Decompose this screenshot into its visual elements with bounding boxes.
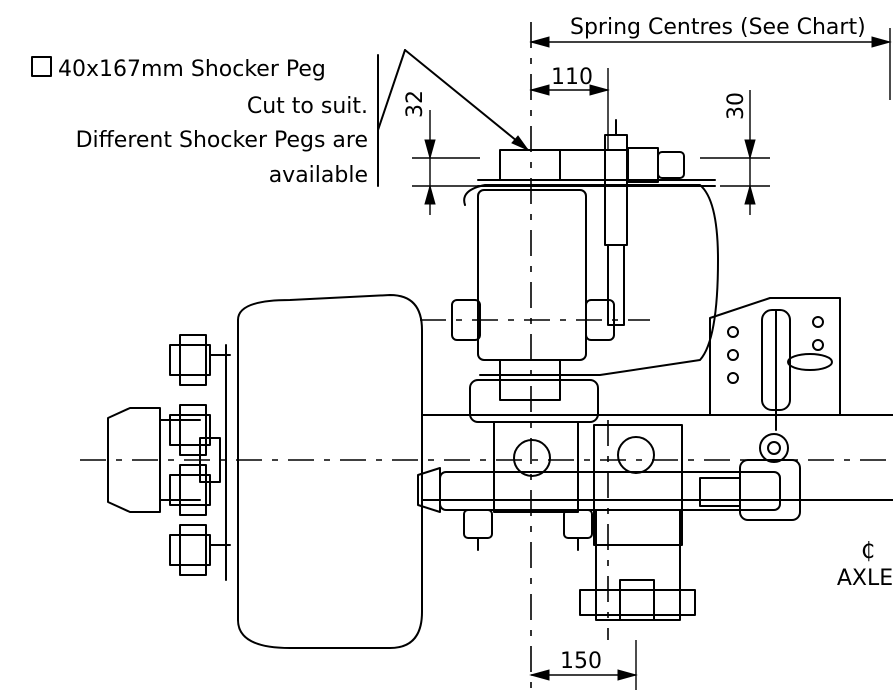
dim-32 — [412, 110, 480, 215]
hub-cap — [107, 407, 221, 513]
side-bolts — [451, 299, 615, 341]
dim-150-label: 150 — [560, 649, 602, 674]
gauge-circles — [513, 436, 655, 477]
brake-chamber-bracket — [709, 297, 841, 431]
axle-label: AXLE — [837, 566, 893, 591]
brake-drum — [225, 294, 423, 649]
center-lines — [80, 22, 893, 691]
dim-30 — [700, 90, 770, 215]
wheel-studs — [169, 334, 231, 576]
dim-30-label: 30 — [724, 92, 749, 120]
axle-beam — [417, 414, 893, 513]
note-line-4: available — [269, 163, 368, 188]
axle-centerline-symbol: ₵ — [861, 539, 875, 564]
dim-spring-centres — [529, 28, 892, 100]
lower-bracket — [493, 421, 696, 621]
dim-110-label: 110 — [551, 65, 593, 90]
note-line-1: 40x167mm Shocker Peg — [58, 57, 326, 82]
slack-adjuster — [699, 433, 801, 521]
note-bracket — [31, 49, 530, 187]
shocker-peg — [499, 147, 685, 183]
note-line-2: Cut to suit. — [247, 94, 368, 119]
dim-150 — [529, 640, 638, 690]
square-symbol-icon — [31, 56, 52, 77]
dim-110 — [529, 68, 610, 150]
note-line-3: Different Shocker Pegs are — [76, 128, 368, 153]
dim-32-label: 32 — [403, 90, 428, 118]
shock-absorber — [604, 119, 628, 326]
u-bolt-nuts — [463, 509, 593, 551]
dim-spring-centres-label: Spring Centres (See Chart) — [570, 15, 866, 40]
